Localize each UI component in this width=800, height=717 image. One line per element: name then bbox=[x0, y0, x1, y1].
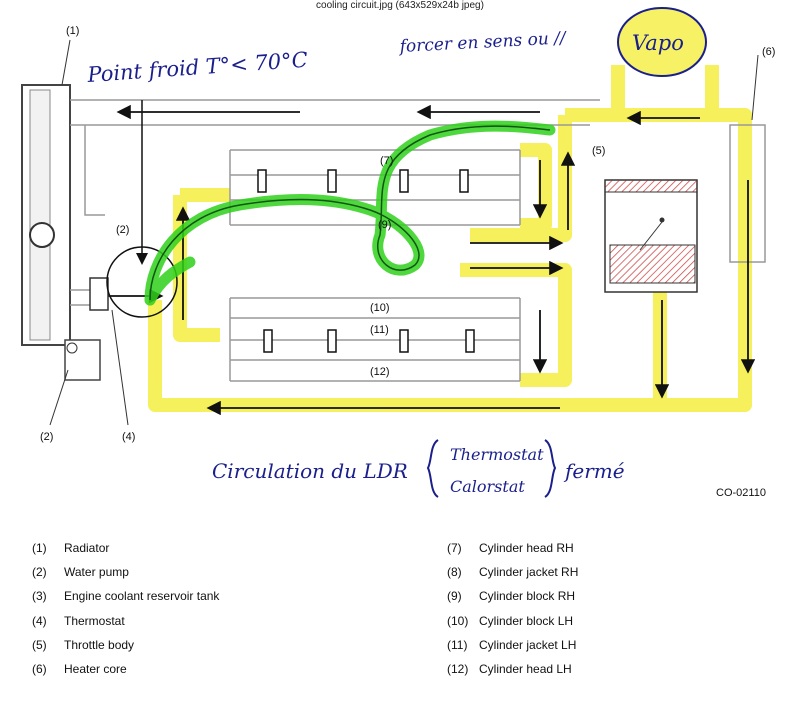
annotation-calorstat-brace: Calorstat bbox=[450, 477, 525, 496]
cooling-circuit-diagram: (1) (6) (5) (7) (9) (2) (10) (11) (12) (… bbox=[21, 7, 775, 498]
legend-item: (4) Thermostat bbox=[32, 609, 219, 633]
legend-label: Throttle body bbox=[64, 637, 135, 652]
callout-leaders bbox=[49, 39, 759, 426]
legend-label: Cylinder jacket LH bbox=[479, 637, 577, 652]
legend-number: (12) bbox=[447, 662, 469, 677]
legend-label: Cylinder head LH bbox=[479, 662, 572, 677]
radiator bbox=[21, 84, 71, 346]
legend-number: (2) bbox=[32, 565, 47, 580]
legend-item: (3) Engine coolant reservoir tank bbox=[32, 584, 219, 608]
throttle-body bbox=[604, 179, 698, 293]
figure-code: CO-02110 bbox=[716, 487, 766, 499]
legend-label: Cylinder head RH bbox=[479, 541, 574, 555]
annotation-thermostat-brace: Thermostat bbox=[450, 445, 544, 464]
annotation-forcer-sens: forcer en sens ou // bbox=[397, 28, 568, 57]
callout-heater-core: (6) bbox=[762, 46, 775, 58]
callout-radiator: (1) bbox=[66, 25, 79, 37]
legend-label: Heater core bbox=[64, 662, 127, 677]
legend-label: Water pump bbox=[64, 565, 129, 580]
callout-cylinder-block-lh: (10) bbox=[370, 302, 390, 314]
legend-number: (4) bbox=[32, 613, 47, 628]
legend-item: (7) Cylinder head RH bbox=[447, 536, 578, 560]
legend-label: Radiator bbox=[64, 541, 110, 555]
brace-right bbox=[544, 439, 557, 498]
annotation-point-froid: Point froid T°< 70°C bbox=[86, 48, 309, 87]
legend-item: (12) Cylinder head LH bbox=[447, 657, 578, 681]
legend-label: Engine coolant reservoir tank bbox=[64, 589, 220, 604]
legend-number: (11) bbox=[447, 637, 468, 652]
callout-reservoir: (2) bbox=[40, 431, 53, 443]
legend-item: (11) Cylinder jacket LH bbox=[447, 633, 578, 657]
legend-label: Thermostat bbox=[64, 613, 125, 628]
legend-number: (6) bbox=[32, 662, 47, 677]
legend-item: (9) Cylinder block RH bbox=[447, 584, 578, 608]
legend-label: Cylinder jacket RH bbox=[479, 565, 579, 580]
legend-number: (8) bbox=[447, 565, 462, 580]
legend-item: (1) Radiator bbox=[32, 536, 219, 560]
legend-item: (5) Throttle body bbox=[32, 633, 219, 657]
legend-left: (1) Radiator (2) Water pump (3) Engine coolan… bbox=[32, 536, 219, 681]
vapo-circle bbox=[617, 7, 707, 77]
brace-left bbox=[426, 439, 439, 498]
legend-label: Cylinder block RH bbox=[479, 589, 576, 604]
legend-number: (3) bbox=[32, 589, 47, 604]
legend-number: (1) bbox=[32, 541, 47, 555]
legend-number: (10) bbox=[447, 613, 469, 628]
legend-number: (9) bbox=[447, 589, 462, 604]
callout-water-pump: (2) bbox=[116, 224, 129, 236]
legend-number: (7) bbox=[447, 541, 462, 555]
callout-cylinder-head-lh: (12) bbox=[370, 366, 390, 378]
coolant-passages bbox=[257, 169, 475, 353]
callout-cylinder-jacket-lh: (11) bbox=[370, 324, 389, 336]
reservoir-tank bbox=[64, 339, 101, 381]
annotation-ferme: fermé bbox=[563, 459, 625, 483]
legend-item: (10) Cylinder block LH bbox=[447, 609, 578, 633]
file-caption: cooling circuit.jpg (643x529x24b jpeg) bbox=[316, 0, 484, 11]
legend-item: (2) Water pump bbox=[32, 560, 219, 584]
annotation-circulation: Circulation du LDR bbox=[212, 459, 408, 483]
legend-item: (8) Cylinder jacket RH bbox=[447, 560, 578, 584]
callout-throttle-body: (5) bbox=[592, 145, 605, 157]
callout-cylinder-head-rh: (7) bbox=[380, 155, 393, 167]
legend-right: (7) Cylinder head RH (8) Cylinder jacket RH… bbox=[447, 536, 578, 681]
green-route-outline bbox=[149, 125, 551, 301]
legend-item: (6) Heater core bbox=[32, 657, 219, 681]
legend-number: (5) bbox=[32, 637, 47, 652]
annotation-vapo: Vapo bbox=[632, 31, 684, 55]
callout-thermostat: (4) bbox=[122, 431, 135, 443]
legend-label: Cylinder block LH bbox=[479, 613, 574, 628]
callout-cylinder-block-rh: (9) bbox=[378, 219, 391, 231]
